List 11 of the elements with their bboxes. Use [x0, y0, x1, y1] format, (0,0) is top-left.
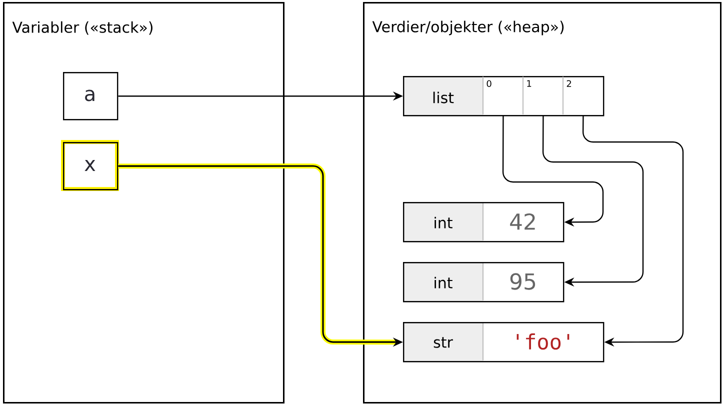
list-slot: 0 — [482, 76, 492, 115]
object-box: int 95 — [403, 262, 564, 302]
object-box: int 42 — [403, 202, 564, 242]
object-box: str 'foo' — [403, 322, 604, 362]
list-slot: 2 — [562, 76, 572, 115]
list-slot: 1 — [522, 76, 532, 115]
arrow — [502, 115, 604, 227]
variable-box: a — [63, 72, 118, 120]
arrow — [582, 115, 684, 347]
variable-box: x — [61, 140, 119, 191]
arrow — [542, 115, 644, 287]
